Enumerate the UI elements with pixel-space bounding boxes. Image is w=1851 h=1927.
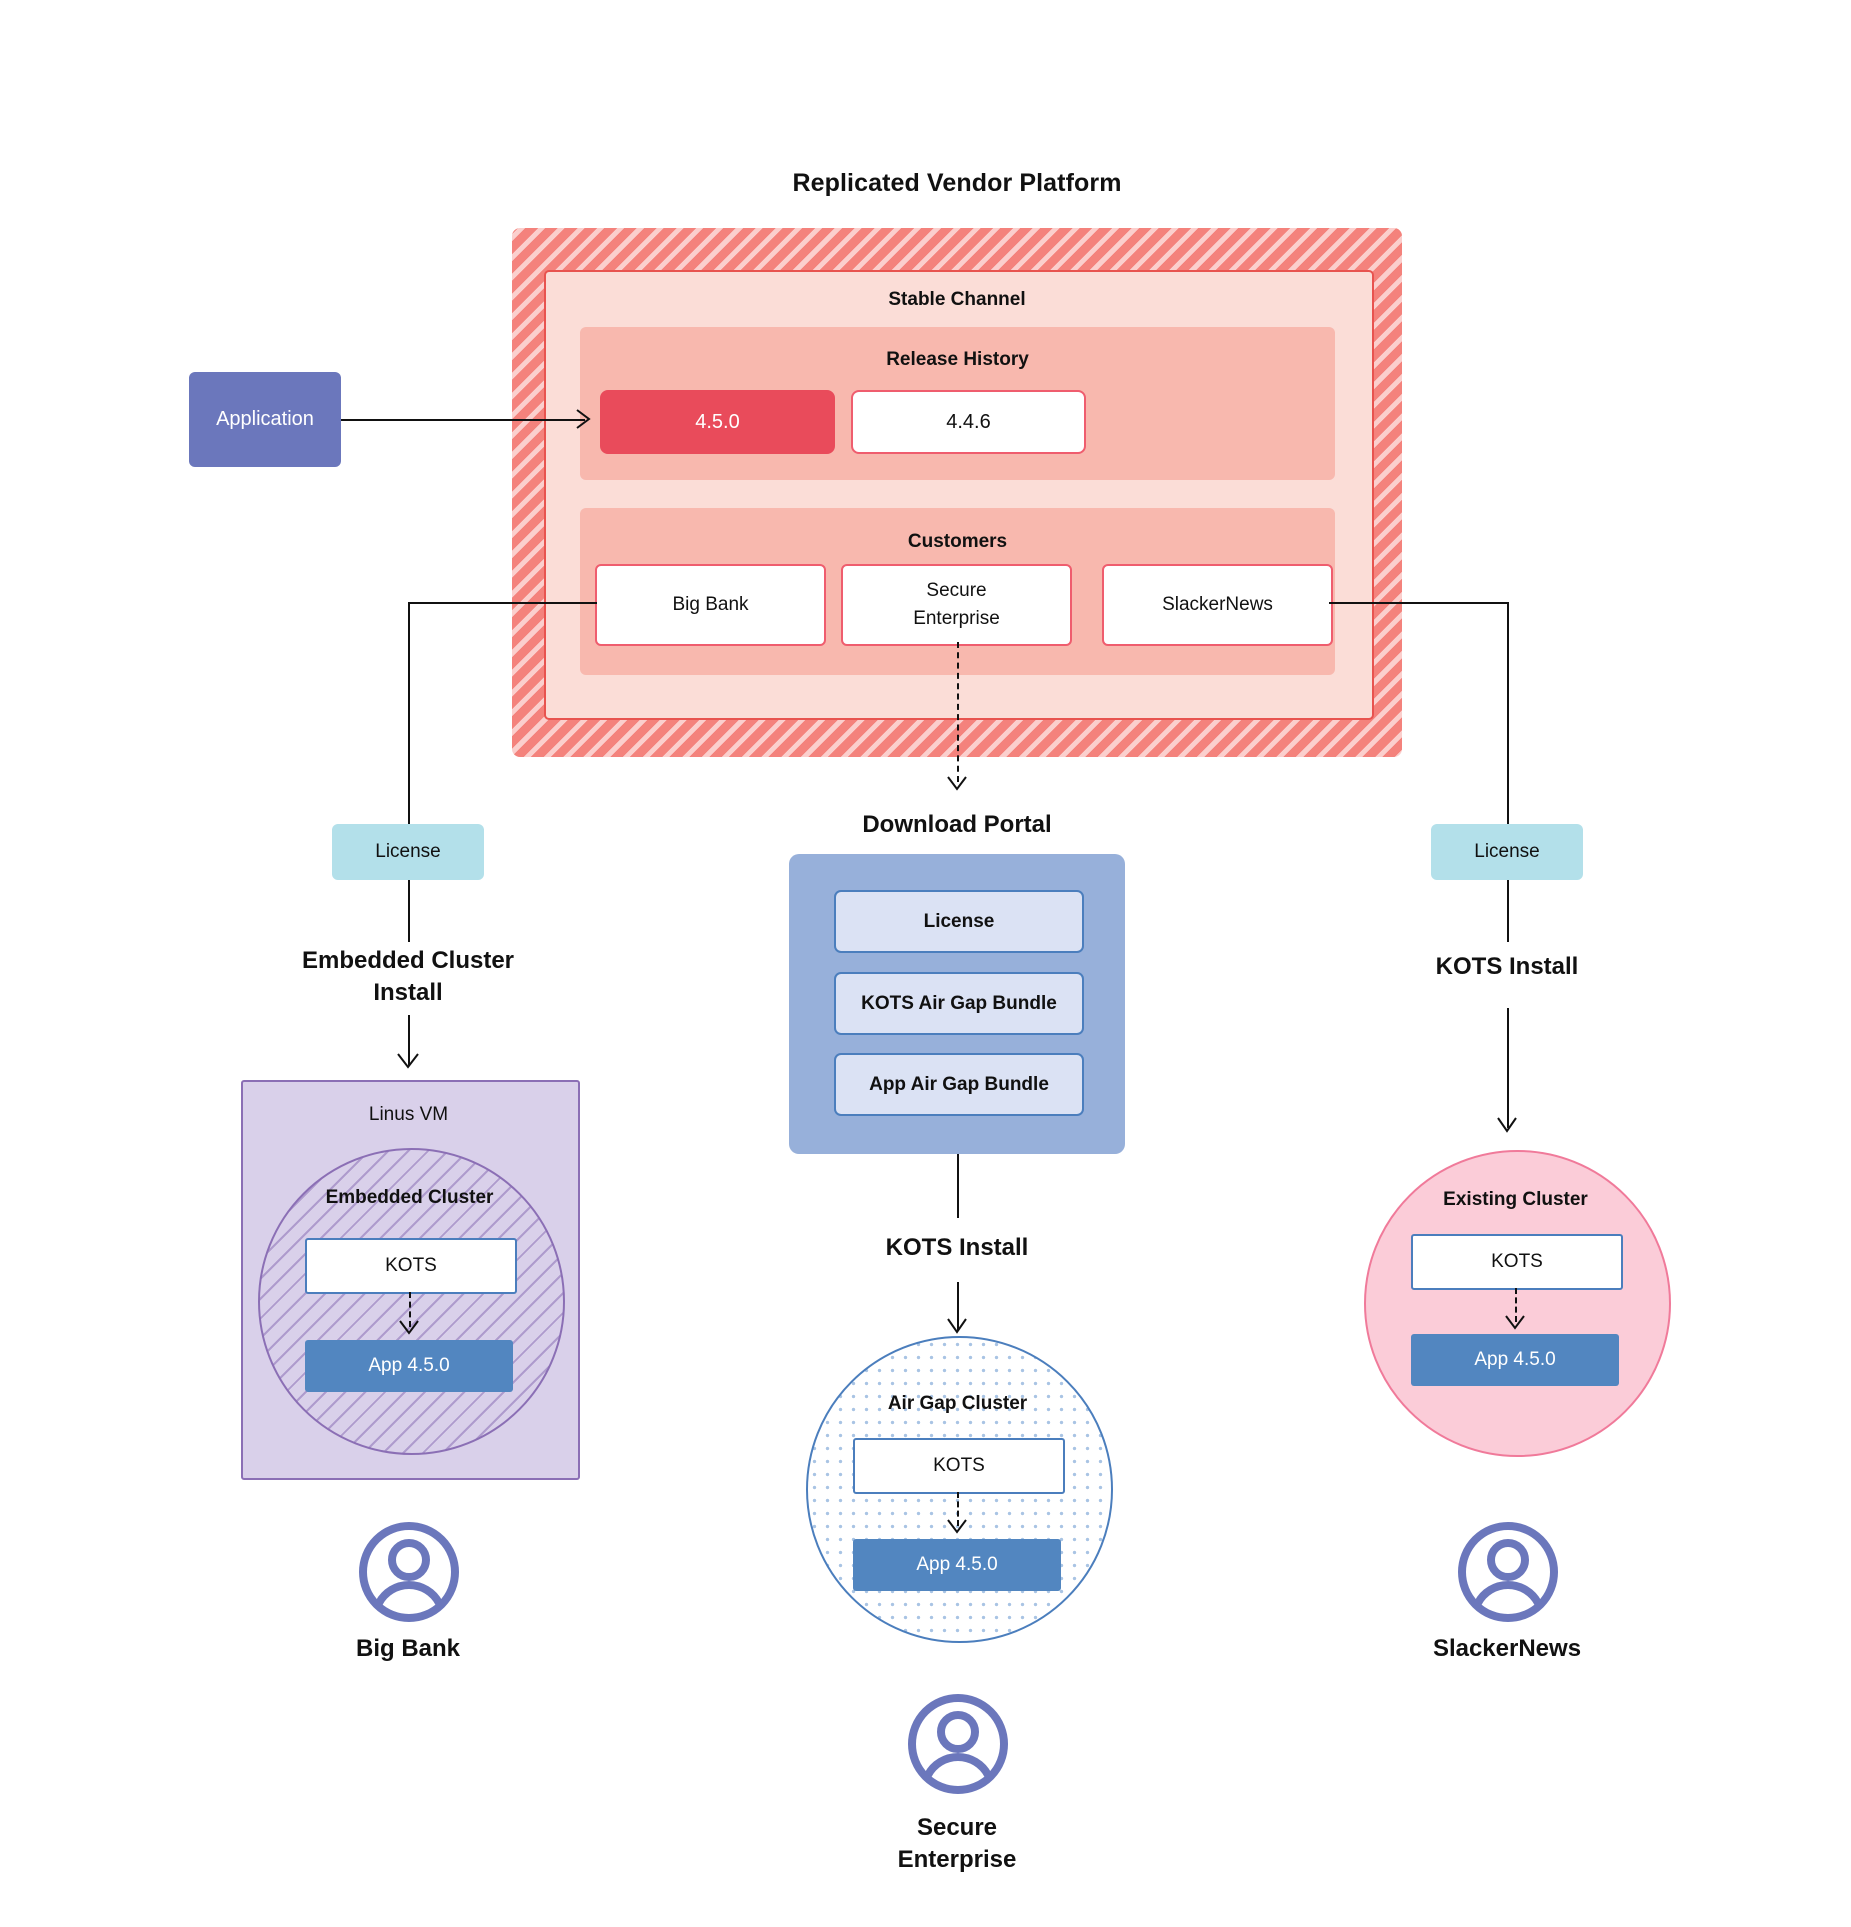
page-title: Replicated Vendor Platform [792, 168, 1122, 197]
portal-item-license[interactable]: License [834, 890, 1084, 953]
release-history-label: Release History [886, 349, 1029, 370]
arrowhead-kots-to-app-embedded [399, 1320, 419, 1335]
connector-kots-to-app-embedded [409, 1292, 411, 1327]
connector-kots-to-app-airgap [957, 1492, 959, 1526]
app-box-embedded[interactable]: App 4.5.0 [305, 1340, 513, 1392]
user-avatar-icon-slackernews [1456, 1520, 1560, 1624]
middle-customer-label-line1: Secure [916, 1814, 998, 1841]
customer-box-big-bank[interactable]: Big Bank [595, 564, 826, 646]
stable-channel-label: Stable Channel [888, 289, 1026, 310]
connector-bigbank-vertical-lower [408, 1015, 410, 1065]
air-gap-cluster-label: Air Gap Cluster [887, 1393, 1028, 1414]
arrowhead-to-airgap-cluster [947, 1318, 967, 1334]
connector-bigbank-vertical-upper [408, 602, 410, 828]
arrowhead-to-download-portal [947, 776, 967, 791]
connector-slackernews-vertical-upper [1507, 602, 1509, 828]
left-install-label-line2: Install [373, 978, 443, 1006]
license-chip-left[interactable]: License [332, 824, 484, 880]
connector-bigbank-vertical-mid [408, 880, 410, 942]
arrowhead-kots-to-app-airgap [947, 1519, 967, 1534]
right-install-label: KOTS Install [1435, 953, 1579, 981]
application-box[interactable]: Application [189, 372, 341, 467]
connector-install-to-existing-cluster [1507, 1008, 1509, 1128]
kots-box-embedded[interactable]: KOTS [305, 1238, 517, 1294]
portal-item-kots-air-gap-bundle[interactable]: KOTS Air Gap Bundle [834, 972, 1084, 1035]
connector-install-to-airgap-cluster [957, 1282, 959, 1330]
existing-cluster-circle [1364, 1150, 1671, 1457]
existing-cluster-label: Existing Cluster [1443, 1189, 1588, 1210]
embedded-cluster-label: Embedded Cluster [325, 1187, 494, 1208]
customer-box-secure-enterprise[interactable]: Secure Enterprise [841, 564, 1072, 646]
middle-customer-label-line2: Enterprise [897, 1845, 1017, 1873]
linux-vm-label: Linus VM [368, 1104, 449, 1125]
embedded-cluster-circle [258, 1148, 565, 1455]
app-label: App 4.5.0 [368, 1355, 450, 1376]
connector-kots-to-app-existing [1515, 1288, 1517, 1322]
customer-box-label: SlackerNews [1162, 594, 1273, 616]
app-label: App 4.5.0 [1474, 1349, 1556, 1370]
release-item-previous[interactable]: 4.4.6 [851, 390, 1086, 454]
connector-slackernews-vertical-mid [1507, 880, 1509, 942]
middle-customer-label: Secure Enterprise [807, 1812, 1107, 1875]
user-avatar-icon-secure-enterprise [906, 1692, 1010, 1796]
download-portal-title: Download Portal [862, 811, 1052, 839]
middle-install-label: KOTS Install [885, 1234, 1029, 1262]
customer-box-label: Big Bank [672, 594, 749, 616]
right-customer-label: SlackerNews [1432, 1635, 1582, 1663]
license-chip-label: License [375, 841, 441, 862]
release-item-current[interactable]: 4.5.0 [600, 390, 835, 454]
kots-box-existing[interactable]: KOTS [1411, 1234, 1623, 1290]
left-install-label-line1: Embedded Cluster [301, 947, 515, 974]
connector-secure-enterprise-to-portal [957, 642, 959, 782]
kots-label: KOTS [385, 1255, 437, 1276]
user-avatar-icon-big-bank [357, 1520, 461, 1624]
left-customer-label: Big Bank [355, 1635, 460, 1663]
left-install-label: Embedded Cluster Install [258, 945, 558, 1008]
arrowhead-kots-to-app-existing [1505, 1315, 1525, 1330]
customer-box-label-line1: Secure [926, 580, 987, 602]
app-box-existing[interactable]: App 4.5.0 [1411, 1334, 1619, 1386]
kots-label: KOTS [933, 1455, 985, 1476]
connector-portal-to-install-label [957, 1154, 959, 1218]
license-chip-right[interactable]: License [1431, 824, 1583, 880]
customer-box-label-line2: Enterprise [913, 608, 1000, 629]
customer-box-slackernews[interactable]: SlackerNews [1102, 564, 1333, 646]
arrowhead-to-existing-cluster [1497, 1117, 1517, 1133]
arrowhead-application-to-release [576, 409, 591, 429]
application-label: Application [216, 408, 314, 430]
portal-item-app-air-gap-bundle[interactable]: App Air Gap Bundle [834, 1053, 1084, 1116]
connector-application-to-release [341, 419, 585, 421]
arrowhead-to-linux-vm [397, 1053, 419, 1069]
connector-bigbank-horizontal [408, 602, 597, 604]
app-box-airgap[interactable]: App 4.5.0 [853, 1539, 1061, 1591]
kots-box-airgap[interactable]: KOTS [853, 1438, 1065, 1494]
app-label: App 4.5.0 [916, 1554, 998, 1575]
connector-slackernews-horizontal [1329, 602, 1509, 604]
license-chip-label: License [1474, 841, 1540, 862]
kots-label: KOTS [1491, 1251, 1543, 1272]
customers-label: Customers [907, 531, 1008, 552]
